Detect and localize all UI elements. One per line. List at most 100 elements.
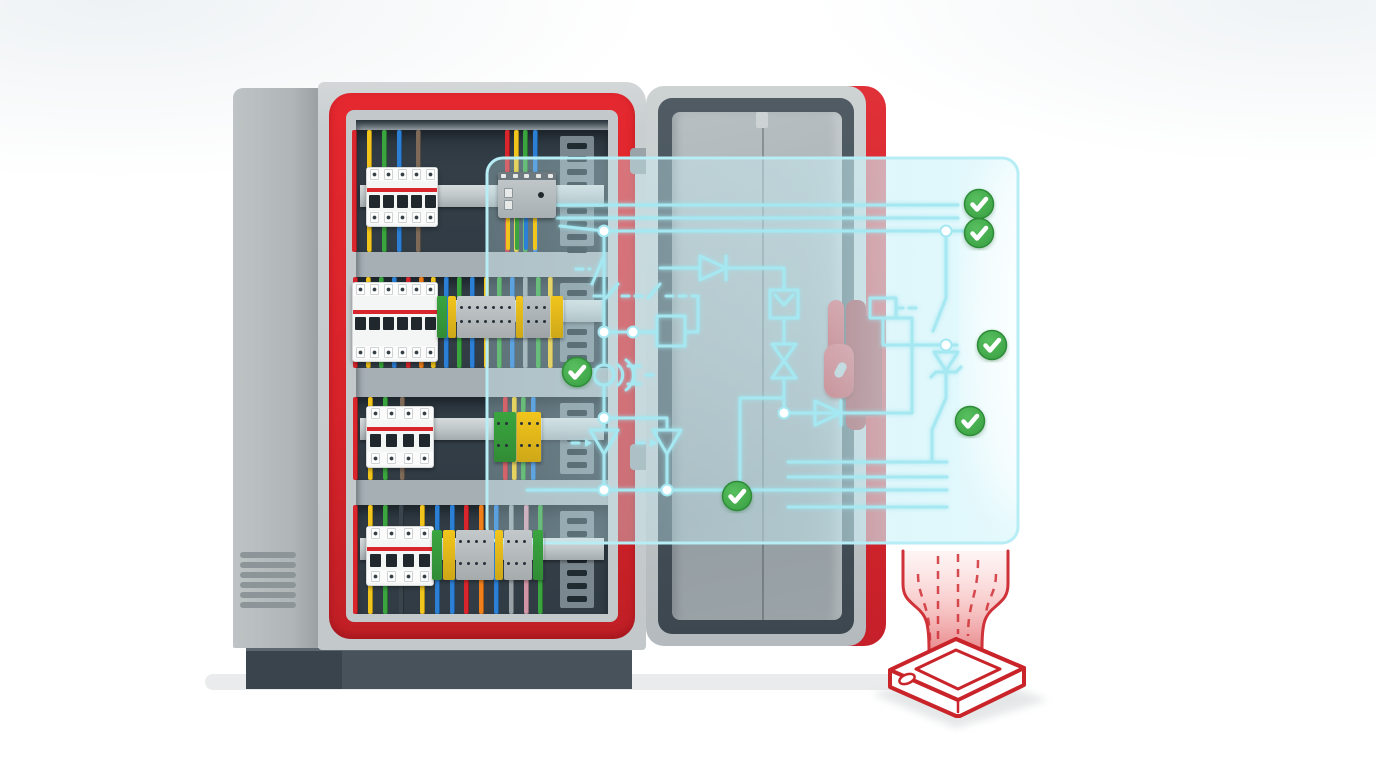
check-mark-icon bbox=[970, 225, 989, 241]
vent-slot bbox=[567, 570, 587, 576]
junction-dot bbox=[597, 224, 611, 238]
check-mark-icon bbox=[728, 488, 747, 504]
terminal-block bbox=[443, 530, 455, 580]
wire bbox=[353, 505, 358, 614]
terminal-dot bbox=[527, 320, 530, 323]
terminal-block-strip bbox=[494, 412, 542, 462]
terminal-screw bbox=[411, 347, 421, 358]
vent-louver-slat bbox=[240, 572, 296, 578]
gateway-device bbox=[498, 172, 556, 218]
device-drop-wire bbox=[515, 214, 519, 250]
terminal-screw bbox=[370, 571, 380, 582]
device-drop-wire bbox=[524, 214, 528, 250]
terminal-dot bbox=[483, 540, 486, 543]
terminal-dot bbox=[492, 320, 495, 323]
tablet-screen bbox=[914, 648, 1002, 691]
device-pin bbox=[501, 174, 507, 178]
terminal-dot bbox=[528, 444, 531, 447]
breaker-toggle bbox=[369, 434, 381, 447]
tablet bbox=[888, 637, 1026, 718]
terminal-screw bbox=[387, 408, 397, 419]
terminal-block bbox=[516, 296, 523, 338]
terminal-screw bbox=[383, 347, 393, 358]
breaker-toggle bbox=[354, 317, 366, 330]
terminal-block bbox=[448, 296, 456, 338]
door-seam-cap bbox=[756, 112, 768, 128]
breaker-toggle bbox=[419, 434, 431, 447]
breaker-toggle bbox=[368, 317, 380, 330]
terminal-dot bbox=[527, 306, 530, 309]
breaker-red-stripe bbox=[367, 188, 437, 192]
vent-louver-slat bbox=[240, 602, 296, 608]
junction-dot bbox=[597, 325, 611, 339]
terminal-dot bbox=[520, 444, 523, 447]
wire-trace bbox=[894, 316, 914, 415]
terminal-dot bbox=[508, 306, 511, 309]
terminal-block bbox=[524, 296, 550, 338]
terminal-dot bbox=[505, 422, 508, 425]
device-pin bbox=[524, 174, 530, 178]
terminal-screw bbox=[370, 528, 380, 539]
zener-diode-symbol bbox=[932, 350, 960, 373]
junction-dot bbox=[597, 411, 611, 425]
terminal-dot bbox=[535, 306, 538, 309]
terminal-block bbox=[437, 296, 447, 338]
terminal-dot bbox=[460, 306, 463, 309]
vent-slot bbox=[567, 557, 587, 563]
terminal-screw bbox=[383, 169, 393, 180]
terminal-dot bbox=[476, 320, 479, 323]
vent-louver-slat bbox=[240, 582, 296, 588]
breaker-toggle-row bbox=[367, 554, 433, 567]
terminal-dot bbox=[467, 562, 470, 565]
terminal-screw bbox=[397, 347, 407, 358]
circuit-breaker bbox=[352, 282, 438, 362]
breaker-toggle bbox=[424, 317, 436, 330]
terminal-dot bbox=[515, 540, 518, 543]
junction-dot bbox=[660, 483, 674, 497]
breaker-toggle bbox=[382, 317, 394, 330]
thyristor-symbol bbox=[588, 428, 620, 456]
terminal-dot bbox=[497, 444, 500, 447]
breaker-terminal-row bbox=[353, 346, 437, 359]
check-mark-icon bbox=[961, 413, 980, 429]
terminal-dot bbox=[500, 306, 503, 309]
junction-dot bbox=[597, 483, 611, 497]
breaker-terminal-row bbox=[367, 211, 437, 224]
breaker-toggle bbox=[410, 317, 422, 330]
tablet-home-button bbox=[898, 672, 916, 686]
terminal-block bbox=[533, 530, 543, 580]
envelope-chevron bbox=[773, 293, 795, 307]
terminal-screw bbox=[403, 453, 413, 464]
cabinet-pedestal bbox=[246, 648, 632, 689]
device-pin bbox=[512, 174, 518, 178]
vent-slot bbox=[567, 143, 587, 149]
overlay-panel-fill bbox=[487, 158, 1018, 543]
breaker-toggle bbox=[419, 554, 431, 567]
terminal-dot bbox=[508, 320, 511, 323]
breaker-toggle bbox=[369, 554, 381, 567]
terminal-screw bbox=[355, 347, 365, 358]
vent-slot bbox=[567, 596, 587, 602]
terminal-dot bbox=[476, 306, 479, 309]
terminal-dot bbox=[523, 562, 526, 565]
breaker-toggle bbox=[396, 317, 408, 330]
wire-trace bbox=[683, 294, 700, 334]
breaker-terminal-row bbox=[367, 168, 437, 181]
terminal-block bbox=[494, 412, 516, 462]
terminal-screw bbox=[425, 169, 435, 180]
terminal-dot bbox=[492, 306, 495, 309]
breaker-toggle-row bbox=[367, 195, 437, 208]
terminal-block bbox=[551, 296, 563, 338]
terminal-screw bbox=[387, 453, 397, 464]
terminal-screw bbox=[425, 212, 435, 223]
terminal-screw bbox=[397, 212, 407, 223]
terminal-screw bbox=[403, 408, 413, 419]
terminal-block-strip bbox=[432, 530, 544, 580]
switch-contact-symbol bbox=[931, 296, 948, 333]
terminal-dot bbox=[484, 306, 487, 309]
terminal-dot bbox=[459, 562, 462, 565]
circuit-breaker bbox=[366, 526, 434, 586]
breaker-toggle bbox=[382, 195, 394, 208]
terminal-screw bbox=[397, 284, 407, 295]
